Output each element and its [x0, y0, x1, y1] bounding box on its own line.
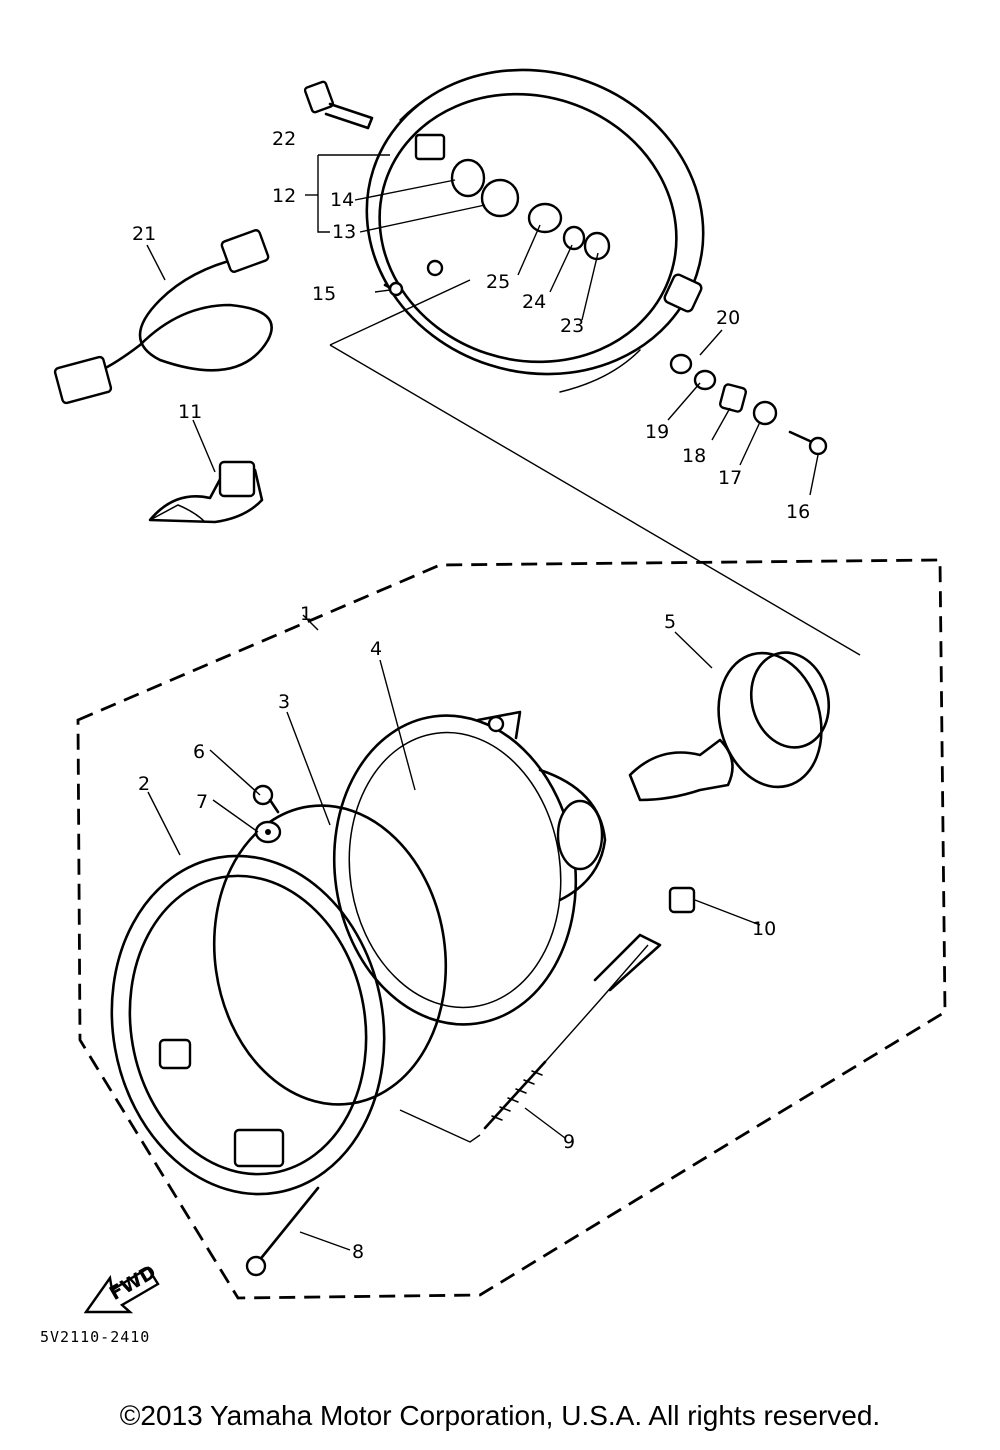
- callout-2: 2: [138, 773, 150, 795]
- nut-7: [254, 820, 282, 844]
- screw-8: [245, 1186, 320, 1277]
- callout-19: 19: [645, 421, 669, 443]
- callout-5: 5: [664, 611, 676, 633]
- callout-6: 6: [193, 741, 205, 763]
- callout-24: 24: [522, 291, 546, 313]
- bolt-22: [303, 80, 374, 130]
- callout-25: 25: [486, 271, 510, 293]
- callouts: 1 2 3 4 5 6 7 8 9 10 11 12 13 14 15 16 1…: [132, 128, 810, 1263]
- callout-12: 12: [272, 185, 296, 207]
- callout-7: 7: [196, 791, 208, 813]
- callout-13: 13: [332, 221, 356, 243]
- ring-3: [212, 804, 448, 1106]
- callout-9: 9: [563, 1131, 575, 1153]
- spring-9: [483, 1060, 547, 1130]
- callout-10: 10: [752, 918, 776, 940]
- callout-3: 3: [278, 691, 290, 713]
- copyright-notice: ©2013 Yamaha Motor Corporation, U.S.A. A…: [119, 1400, 881, 1431]
- bulb-11: [148, 460, 264, 524]
- housing-grommets: [450, 158, 611, 261]
- leader-lines: [146, 154, 819, 1251]
- callout-8: 8: [352, 1241, 364, 1263]
- adjuster-parts: [669, 353, 828, 456]
- reference-code: 5V2110-2410: [40, 1328, 151, 1346]
- socket-5: [628, 651, 831, 802]
- callout-18: 18: [682, 445, 706, 467]
- headlight-housing: [365, 68, 705, 393]
- callout-22: 22: [272, 128, 296, 150]
- assembly-1-boundary: [76, 558, 947, 1300]
- screw-6: [252, 784, 280, 814]
- wire-harness-21: [53, 229, 273, 405]
- callout-21: 21: [132, 223, 156, 245]
- fwd-arrow: FWD: [83, 1261, 160, 1314]
- callout-14: 14: [330, 189, 354, 211]
- bracket-and-nut-10: [593, 886, 696, 992]
- callout-11: 11: [178, 401, 202, 423]
- screw-15: [383, 281, 404, 297]
- lens-unit-4: [332, 710, 607, 1026]
- callout-20: 20: [716, 307, 740, 329]
- callout-17: 17: [718, 467, 742, 489]
- callout-1: 1: [300, 603, 312, 625]
- callout-16: 16: [786, 501, 810, 523]
- callout-23: 23: [560, 315, 584, 337]
- callout-4: 4: [370, 638, 382, 660]
- rim-2: [110, 854, 386, 1196]
- callout-15: 15: [312, 283, 336, 305]
